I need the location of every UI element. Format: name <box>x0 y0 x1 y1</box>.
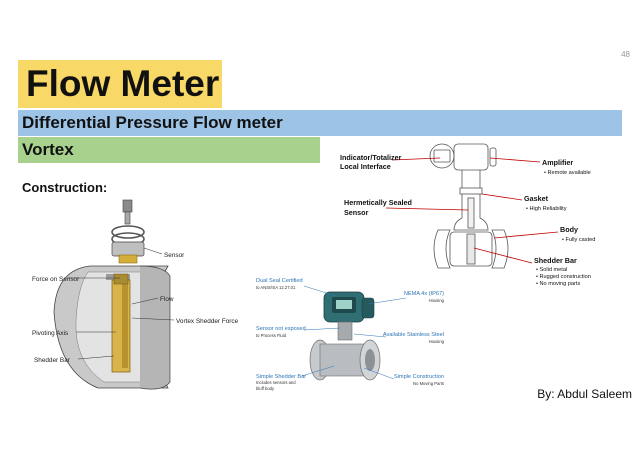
bullet-body: • Fully casted <box>562 237 595 243</box>
author-credit: By: Abdul Saleem <box>537 387 632 401</box>
title-highlight <box>18 60 222 108</box>
callout-stainless-sub: Housing <box>429 339 445 344</box>
section-band <box>18 137 320 163</box>
label-hermetic-line1: Hermetically Sealed <box>344 198 412 207</box>
bullet-amplifier: • Remote available <box>544 170 591 176</box>
label-shedder-bar: Shedder Bar <box>34 357 71 364</box>
callout-shedder-sub2: bluff body <box>256 386 275 391</box>
label-vortex-shedder-force: Vortex Shedder Force <box>176 318 239 325</box>
bullet-gasket: • High Reliability <box>526 206 567 212</box>
label-amplifier: Amplifier <box>542 158 573 167</box>
slide-title: Flow Meter <box>26 63 220 104</box>
label-hermetic-line2: Sensor <box>344 208 369 217</box>
callout-shedder-sub1: Includes sensors and <box>256 380 296 385</box>
meter-outline <box>429 143 509 269</box>
bullet-shedder-1: • Solid metal <box>536 267 567 273</box>
label-shedder-bar-right: Shedder Bar <box>534 256 577 265</box>
label-gasket: Gasket <box>524 194 549 203</box>
slide-subtitle: Differential Pressure Flow meter <box>22 113 283 132</box>
callout-dual-seal-title: Dual Seal Certified <box>256 278 303 284</box>
construction-heading: Construction: <box>22 180 108 195</box>
label-sensor: Sensor <box>164 252 185 259</box>
subtitle-band <box>18 110 622 136</box>
transmitter-head <box>323 291 375 323</box>
callout-sensor-not-exposed-sub: to Process Fluid <box>256 333 287 338</box>
label-indicator-line1: Indicator/Totalizer <box>340 153 402 162</box>
vortex-exploded-diagram: Indicator/Totalizer Local Interface Ampl… <box>340 143 595 287</box>
label-pivoting-axis: Pivoting Axis <box>32 330 68 337</box>
callout-dual-seal-sub: to ANSI/ISA 12.27.01 <box>256 285 296 290</box>
label-flow: Flow <box>160 296 174 303</box>
callout-construction-sub: No Moving Parts <box>413 381 444 386</box>
callout-construction-title: Simple Construction <box>394 374 444 380</box>
shedder-bar <box>111 273 131 373</box>
callout-nema-title: NEMA 4x (IP67) <box>404 291 444 297</box>
label-indicator-line2: Local Interface <box>340 162 391 171</box>
callout-stainless-title: Available Stainless Steel <box>383 332 444 338</box>
callout-shedder-title: Simple Shedder Bar <box>256 374 306 380</box>
leader-lines <box>385 157 559 264</box>
meter-stem <box>337 321 353 341</box>
vortex-cross-section-diagram: Sensor Force on Sensor Flow Pivoting Axi… <box>32 199 239 390</box>
flanged-body <box>309 339 381 381</box>
bullet-shedder-3: • No moving parts <box>536 281 580 287</box>
bullet-shedder-2: • Rugged construction <box>536 274 591 280</box>
section-label: Vortex <box>22 140 74 159</box>
vortex-product-illustration: Dual Seal Certified to ANSI/ISA 12.27.01… <box>256 278 445 391</box>
label-force-on-sensor: Force on Sensor <box>32 276 80 283</box>
sensor-assembly <box>111 199 163 264</box>
callout-nema-sub: Housing <box>429 298 445 303</box>
page-number: 48 <box>621 50 630 59</box>
callout-sensor-not-exposed-title: Sensor not exposed <box>256 326 306 332</box>
label-body: Body <box>560 225 578 234</box>
